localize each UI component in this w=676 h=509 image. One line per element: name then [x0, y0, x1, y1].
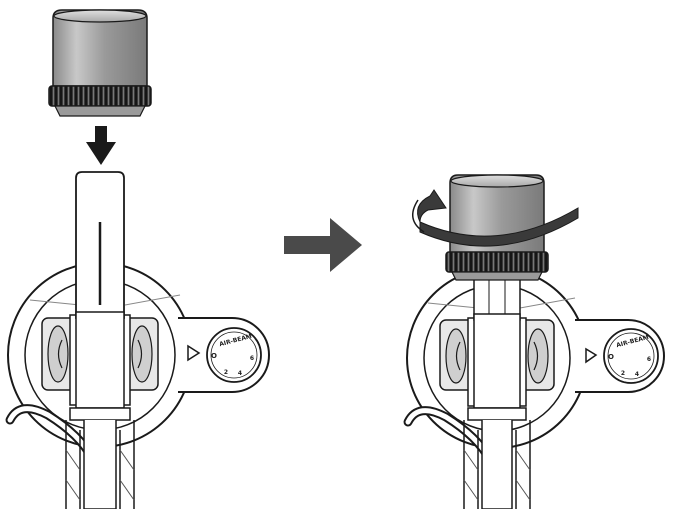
- step-1: AIR-BEAM O 2 4 6: [5, 9, 270, 509]
- dial-mark: 6: [250, 355, 254, 362]
- nozzle-tube: [69, 171, 131, 421]
- dial-mark: O: [211, 352, 217, 360]
- dial-arm: AIR-BEAM O 2 4 6: [178, 317, 270, 393]
- dial-mark: 2: [621, 370, 625, 377]
- handle-lower: [403, 406, 531, 509]
- dial-mark: 4: [238, 370, 242, 377]
- nozzle-cap-attached: [445, 174, 549, 281]
- dial-mark: O: [608, 353, 614, 361]
- dial-mark: 6: [647, 356, 651, 363]
- step-2: AIR-BEAM O 2 4 6: [403, 174, 665, 509]
- arrow-down-icon: [86, 126, 116, 165]
- dial-mark: 2: [224, 369, 228, 376]
- dial-mark: 4: [635, 371, 639, 378]
- triangle-pointer-icon: [585, 347, 598, 364]
- dial-arm: AIR-BEAM O 2 4 6: [575, 319, 665, 393]
- triangle-pointer-icon: [187, 344, 201, 362]
- nozzle-cap: [48, 9, 152, 117]
- rotate-clockwise-icon: [412, 189, 579, 247]
- handle-lower: [5, 404, 135, 509]
- nozzle-tube: [467, 274, 527, 421]
- arrow-right-icon: [284, 218, 362, 272]
